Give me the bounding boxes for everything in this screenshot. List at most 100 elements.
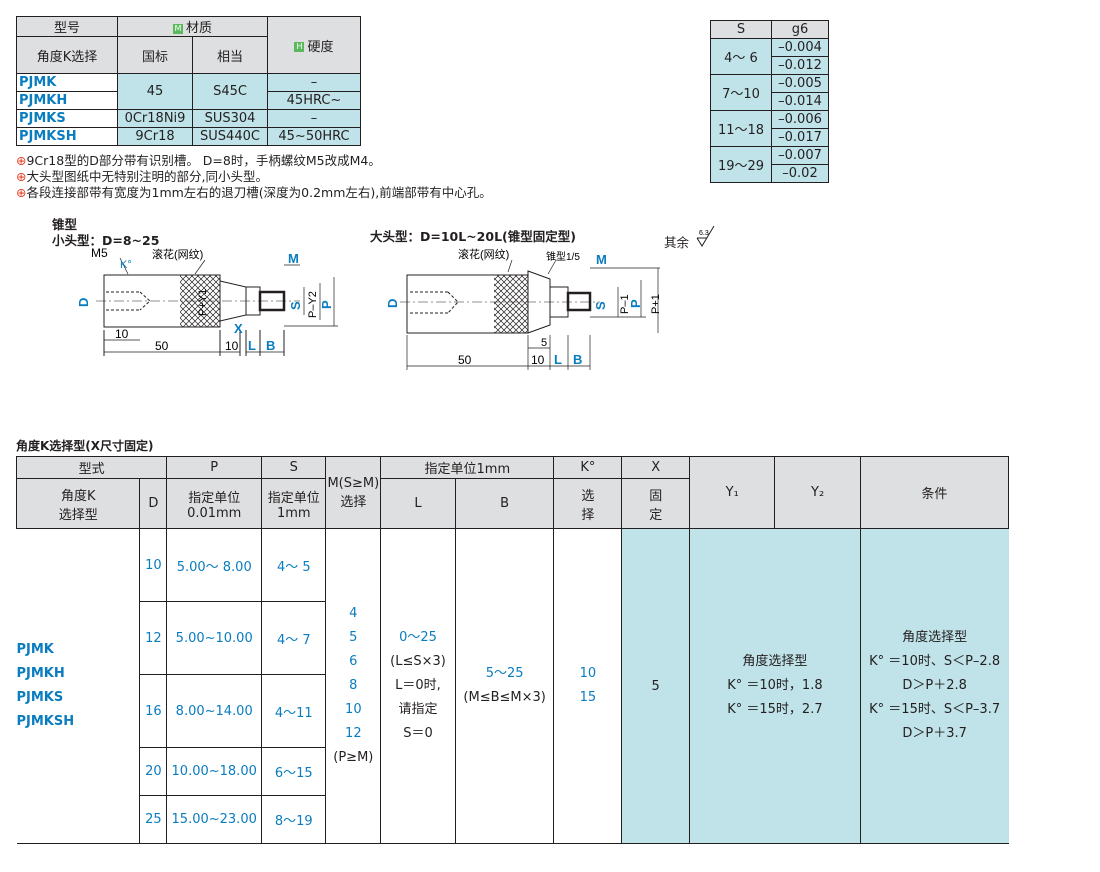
svg-text:P–Y2: P–Y2	[307, 291, 319, 318]
header-condition: 条件	[859, 456, 1010, 529]
svg-text:D: D	[385, 299, 400, 308]
svg-text:S: S	[288, 301, 303, 310]
code-cell: PJMKH	[16, 91, 118, 110]
header-k-select: 选择	[553, 478, 623, 529]
svg-text:6.3: 6.3	[699, 230, 709, 237]
svg-text:D: D	[76, 298, 91, 307]
code-cell: PJMKS	[16, 109, 118, 128]
d-cell: 12	[139, 601, 168, 675]
section-title: 角度K选择型(X尺寸固定)	[16, 439, 154, 453]
hardness-cell: 45~50HRC	[267, 127, 361, 146]
svg-text:10: 10	[115, 327, 129, 341]
b-values: 5～25 (M≤B≤M×3)	[454, 528, 555, 844]
tolerance-table: S g6 4～ 6–0.004 –0.012 7～10–0.005 –0.014…	[710, 20, 829, 183]
tol-upper-cell: –0.006	[771, 110, 829, 129]
svg-text:B: B	[266, 338, 275, 353]
svg-text:M: M	[596, 252, 607, 267]
svg-text:P+Y1: P+Y1	[197, 289, 209, 316]
x-value: 5	[621, 528, 691, 844]
s-range-cell: 4～ 7	[261, 601, 327, 675]
y-values: 角度选择型 K° ＝10时，1.8 K° ＝15时，2.7	[689, 528, 861, 844]
small-head-drawing	[96, 257, 338, 356]
note-marker-icon: ⊕	[16, 153, 27, 168]
note-3: ⊕各段连接部带有宽度为1mm左右的退刀槽(深度为0.2mm左右),前端部带有中心…	[16, 185, 492, 200]
header-x-fixed: 固定	[621, 478, 691, 529]
m-values: 4 5 6 8 10 12 (P≥M)	[325, 528, 382, 844]
svg-text:5: 5	[541, 337, 547, 349]
header-s: S	[261, 456, 327, 479]
tol-s-cell: 11～18	[710, 110, 772, 147]
svg-text:P+1: P+1	[650, 294, 662, 314]
svg-text:锥型1/5: 锥型1/5	[546, 250, 580, 263]
large-type-label: 大头型：D=10L~20L(锥型固定型)	[370, 229, 576, 244]
p-range-cell: 8.00~14.00	[166, 674, 263, 748]
svg-text:50: 50	[155, 339, 169, 353]
header-d: D	[139, 478, 168, 529]
svg-text:P: P	[319, 300, 334, 309]
header-y1: Y₁	[689, 456, 776, 529]
svg-text:10: 10	[531, 353, 545, 367]
s-range-cell: 4～11	[261, 674, 327, 748]
svg-text:滚花(网纹): 滚花(网纹)	[458, 247, 509, 261]
header-y2: Y₂	[774, 456, 861, 529]
svg-text:M5: M5	[91, 246, 108, 260]
large-head-drawing	[400, 259, 660, 370]
header-m: M(S≥M)选择	[325, 456, 382, 529]
note-marker-icon: ⊕	[16, 185, 27, 200]
p-range-cell: 5.00~10.00	[166, 601, 263, 675]
equiv-cell: S45C	[192, 73, 268, 110]
tol-lower-cell: –0.014	[771, 92, 829, 111]
note-2: ⊕大头型图纸中无特别注明的部分,同小头型。	[16, 169, 268, 184]
p-range-cell: 15.00~23.00	[166, 795, 263, 844]
p-range-cell: 10.00~18.00	[166, 747, 263, 796]
svg-text:X: X	[234, 321, 243, 336]
header-unit1mm: 指定单位1mm	[380, 456, 555, 479]
s-range-cell: 4～ 5	[261, 528, 327, 602]
svg-text:K°: K°	[120, 259, 132, 271]
d-cell: 16	[139, 674, 168, 748]
svg-text:P: P	[628, 299, 643, 308]
tol-lower-cell: –0.012	[771, 56, 829, 75]
header-x: X	[621, 456, 691, 479]
svg-text:10: 10	[225, 339, 239, 353]
tol-lower-cell: –0.02	[771, 164, 829, 183]
header-b: B	[454, 478, 555, 529]
note-1: ⊕9Cr18型的D部分带有识别槽。 D=8时，手柄螺纹M5改成M4。	[16, 153, 381, 168]
technical-drawing: 6.3 D M5 K° 滚花(网纹) M P+Y1 S P–Y2 P 10 50…	[76, 225, 715, 370]
surface-roughness-icon: 6.3	[696, 225, 715, 247]
d-cell: 10	[139, 528, 168, 602]
svg-text:B: B	[573, 352, 582, 367]
tol-upper-cell: –0.004	[771, 38, 829, 57]
svg-text:P–1: P–1	[619, 294, 631, 314]
svg-text:S: S	[593, 301, 608, 310]
header-s: S	[710, 20, 772, 39]
header-type: 型式	[15, 456, 168, 479]
s-range-cell: 8～19	[261, 795, 327, 844]
type-codes: PJMK PJMKH PJMKS PJMKSH	[16, 528, 141, 844]
gb-cell: 9Cr18	[117, 127, 193, 146]
s-range-cell: 6～15	[261, 747, 327, 796]
main-spec-table: 型式 P S M(S≥M)选择 指定单位1mm K° X Y₁ Y₂ 条件 角度…	[15, 456, 1010, 844]
header-gb: 国标	[117, 36, 193, 74]
hardness-cell: 45HRC~	[267, 91, 361, 110]
drawing-title: 锥型	[52, 217, 78, 232]
svg-text:滚花(网纹): 滚花(网纹)	[152, 247, 203, 261]
equiv-cell: SUS440C	[192, 127, 268, 146]
header-l: L	[380, 478, 456, 529]
p-range-cell: 5.00～ 8.00	[166, 528, 263, 602]
material-badge-icon: M	[172, 23, 183, 34]
header-g6: g6	[771, 20, 829, 39]
hardness-badge-icon: H	[294, 42, 305, 52]
k-values: 10 15	[553, 528, 623, 844]
condition-values: 角度选择型 K° ＝10时、S＜P–2.8 D＞P＋2.8 K° ＝15时、S＜…	[859, 528, 1009, 844]
svg-text:M: M	[288, 251, 299, 266]
header-p: P	[166, 456, 263, 479]
note-marker-icon: ⊕	[16, 169, 27, 184]
header-angle: 角度K选择	[16, 36, 118, 74]
equiv-cell: SUS304	[192, 109, 268, 128]
